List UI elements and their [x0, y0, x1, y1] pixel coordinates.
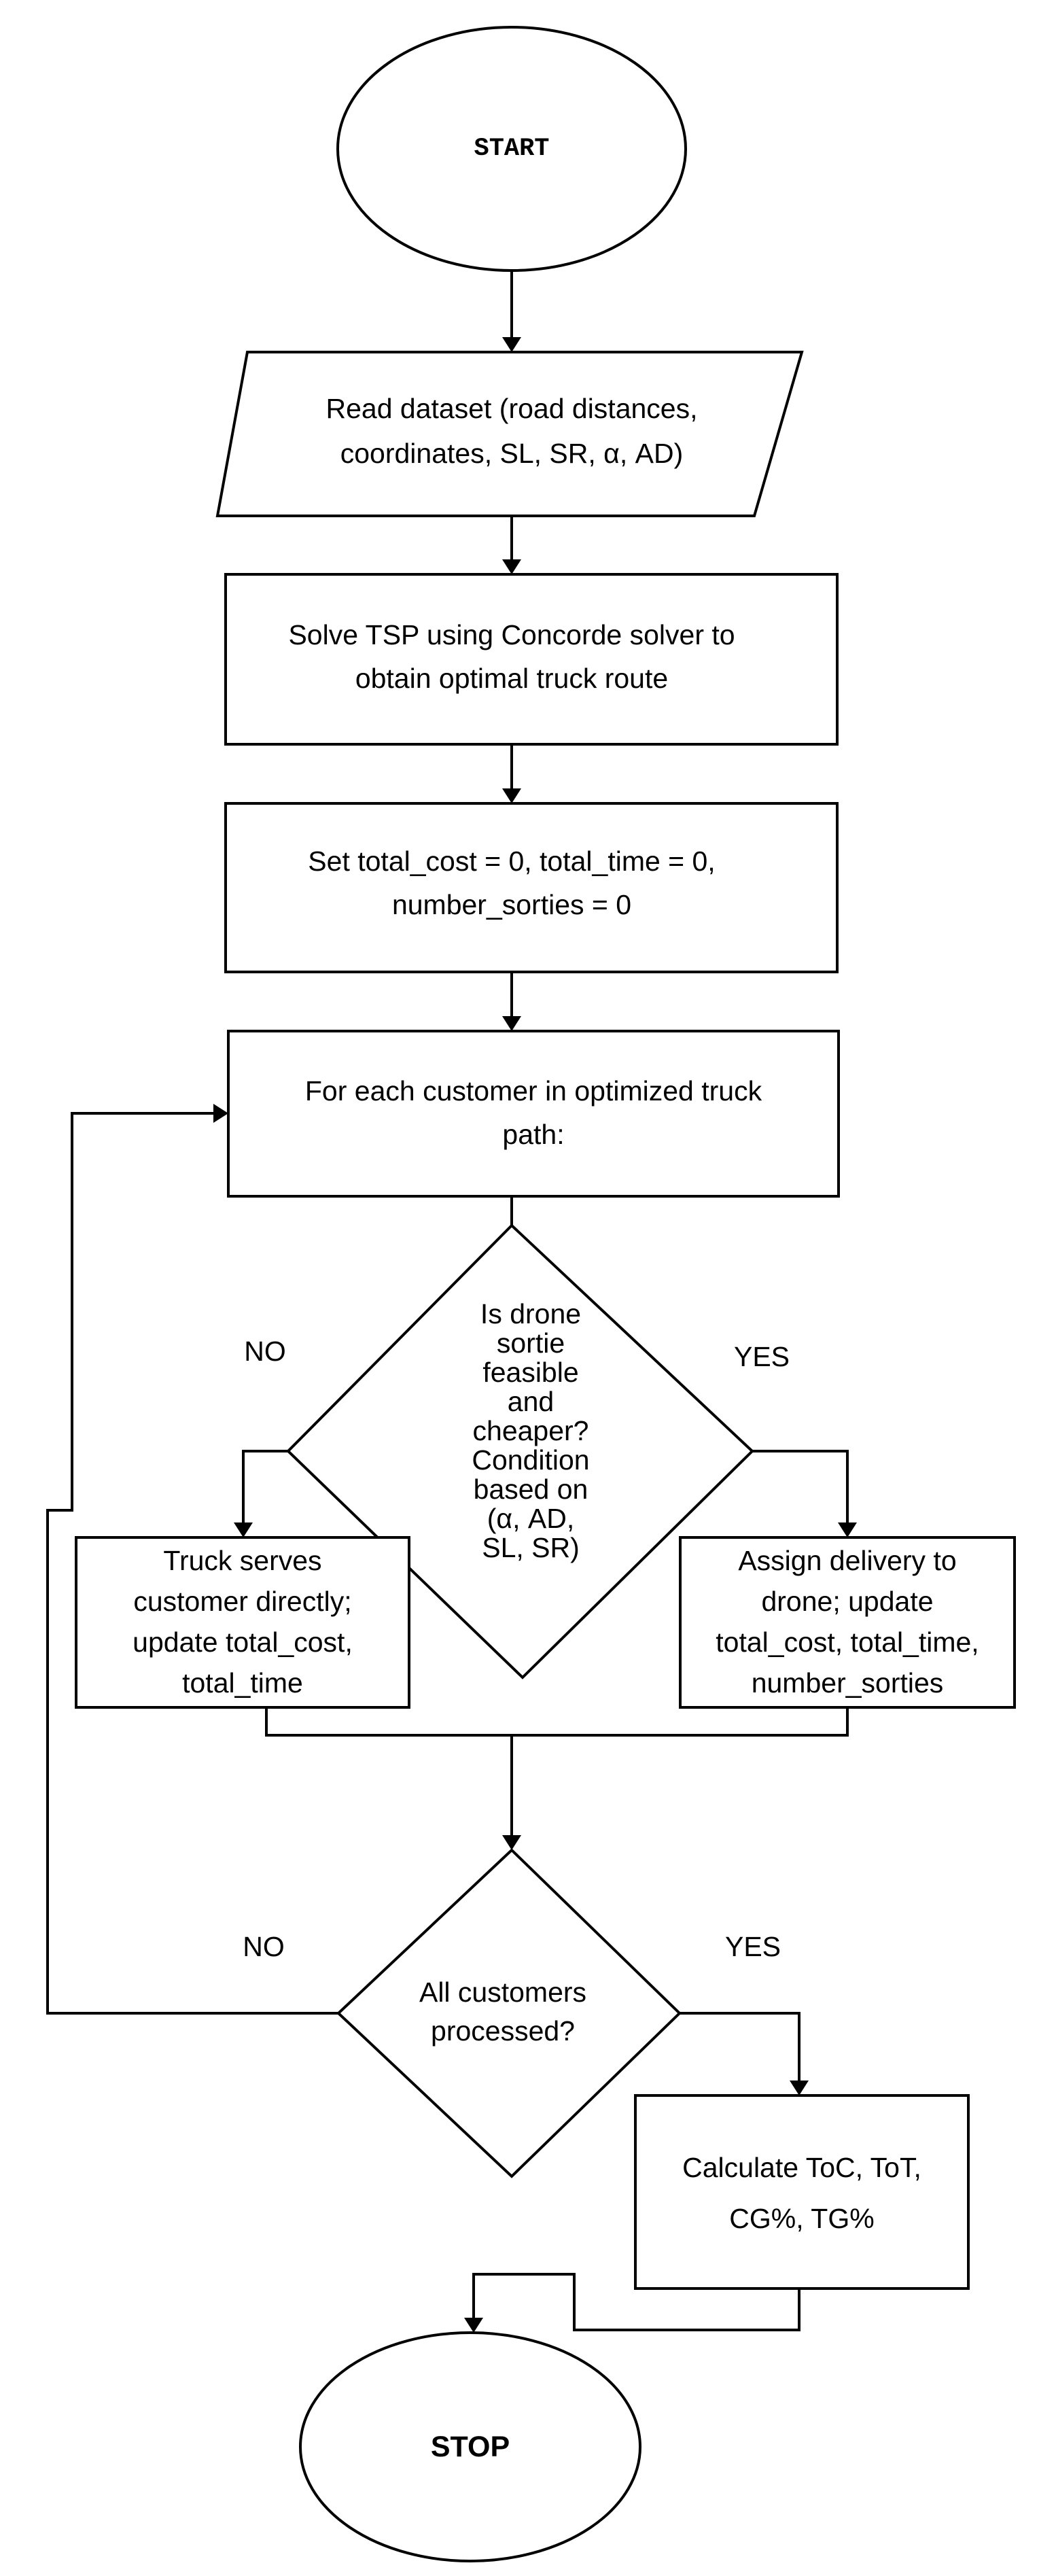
truck-line-4: total_time [182, 1667, 303, 1699]
loop-line-1: For each customer in optimized truck [305, 1075, 762, 1107]
arrow-decision1-yes [752, 1450, 849, 1522]
read-dataset-input: Read dataset (road distances, coordinate… [215, 351, 804, 517]
solve-line-2: obtain optimal truck route [355, 663, 668, 694]
d1-line-7: based on [474, 1474, 588, 1505]
d1-line-9: SL, SR) [482, 1532, 580, 1563]
d2-line-2: processed? [431, 2015, 575, 2047]
init-line-1: Set total_cost = 0, total_time = 0, [308, 846, 715, 877]
arrow-decision2-no-loopback [46, 1112, 338, 2015]
decision2-yes-label: YES [725, 1931, 781, 1962]
drone-line-2: drone; update [761, 1586, 933, 1617]
d1-line-3: feasible [482, 1357, 578, 1388]
drone-line-1: Assign delivery to [738, 1545, 956, 1576]
decision1-no-label: NO [244, 1336, 286, 1367]
truck-line-1: Truck serves [163, 1545, 321, 1576]
arrow-decision2-yes [680, 2012, 800, 2081]
merge-truck [265, 1707, 512, 1737]
d1-line-2: sortie [497, 1327, 565, 1359]
merge-drone [512, 1707, 849, 1737]
truck-line-3: update total_cost, [133, 1626, 353, 1658]
read-line-2: coordinates, SL, SR, α, AD) [340, 438, 684, 469]
start-label: START [474, 135, 549, 163]
d1-line-5: cheaper? [473, 1415, 589, 1446]
truck-serves-process: Truck serves customer directly; update t… [75, 1536, 410, 1709]
decision2-no-label: NO [243, 1931, 285, 1962]
drone-line-3: total_cost, total_time, [716, 1626, 979, 1658]
init-process: Set total_cost = 0, total_time = 0, numb… [224, 802, 839, 973]
stop-terminal: STOP [299, 2331, 641, 2562]
read-line-1: Read dataset (road distances, [326, 393, 698, 424]
arrow-calc-to-stop [472, 2273, 800, 2331]
assign-drone-process: Assign delivery to drone; update total_c… [679, 1536, 1016, 1709]
calc-line-1: Calculate ToC, ToT, [682, 2152, 921, 2183]
start-terminal: START [336, 26, 687, 272]
drone-line-4: number_sorties [752, 1667, 944, 1699]
stop-label: STOP [431, 2431, 510, 2463]
d1-line-4: and [508, 1386, 554, 1417]
decision1-yes-label: YES [734, 1341, 790, 1372]
arrow-decision1-no [242, 1450, 288, 1522]
drone-feasibility-decision: Is drone sortie feasible and cheaper? Co… [286, 1223, 754, 1679]
d2-line-1: All customers [419, 1977, 586, 2008]
connectors [46, 271, 857, 2333]
d1-line-6: Condition [472, 1444, 589, 1476]
d1-line-1: Is drone [480, 1298, 581, 1329]
loop-line-2: path: [502, 1119, 564, 1150]
calculate-process: Calculate ToC, ToT, CG%, TG% [634, 2094, 970, 2290]
loop-process: For each customer in optimized truck pat… [227, 1030, 840, 1198]
d1-line-8: (α, AD, [487, 1503, 575, 1534]
solve-line-1: Solve TSP using Concorde solver to [288, 619, 735, 650]
calc-line-2: CG%, TG% [729, 2203, 874, 2234]
solve-tsp-process: Solve TSP using Concorde solver to obtai… [224, 573, 839, 746]
truck-line-2: customer directly; [133, 1586, 351, 1617]
all-processed-decision: All customers processed? [336, 1848, 682, 2178]
init-line-2: number_sorties = 0 [392, 889, 631, 920]
